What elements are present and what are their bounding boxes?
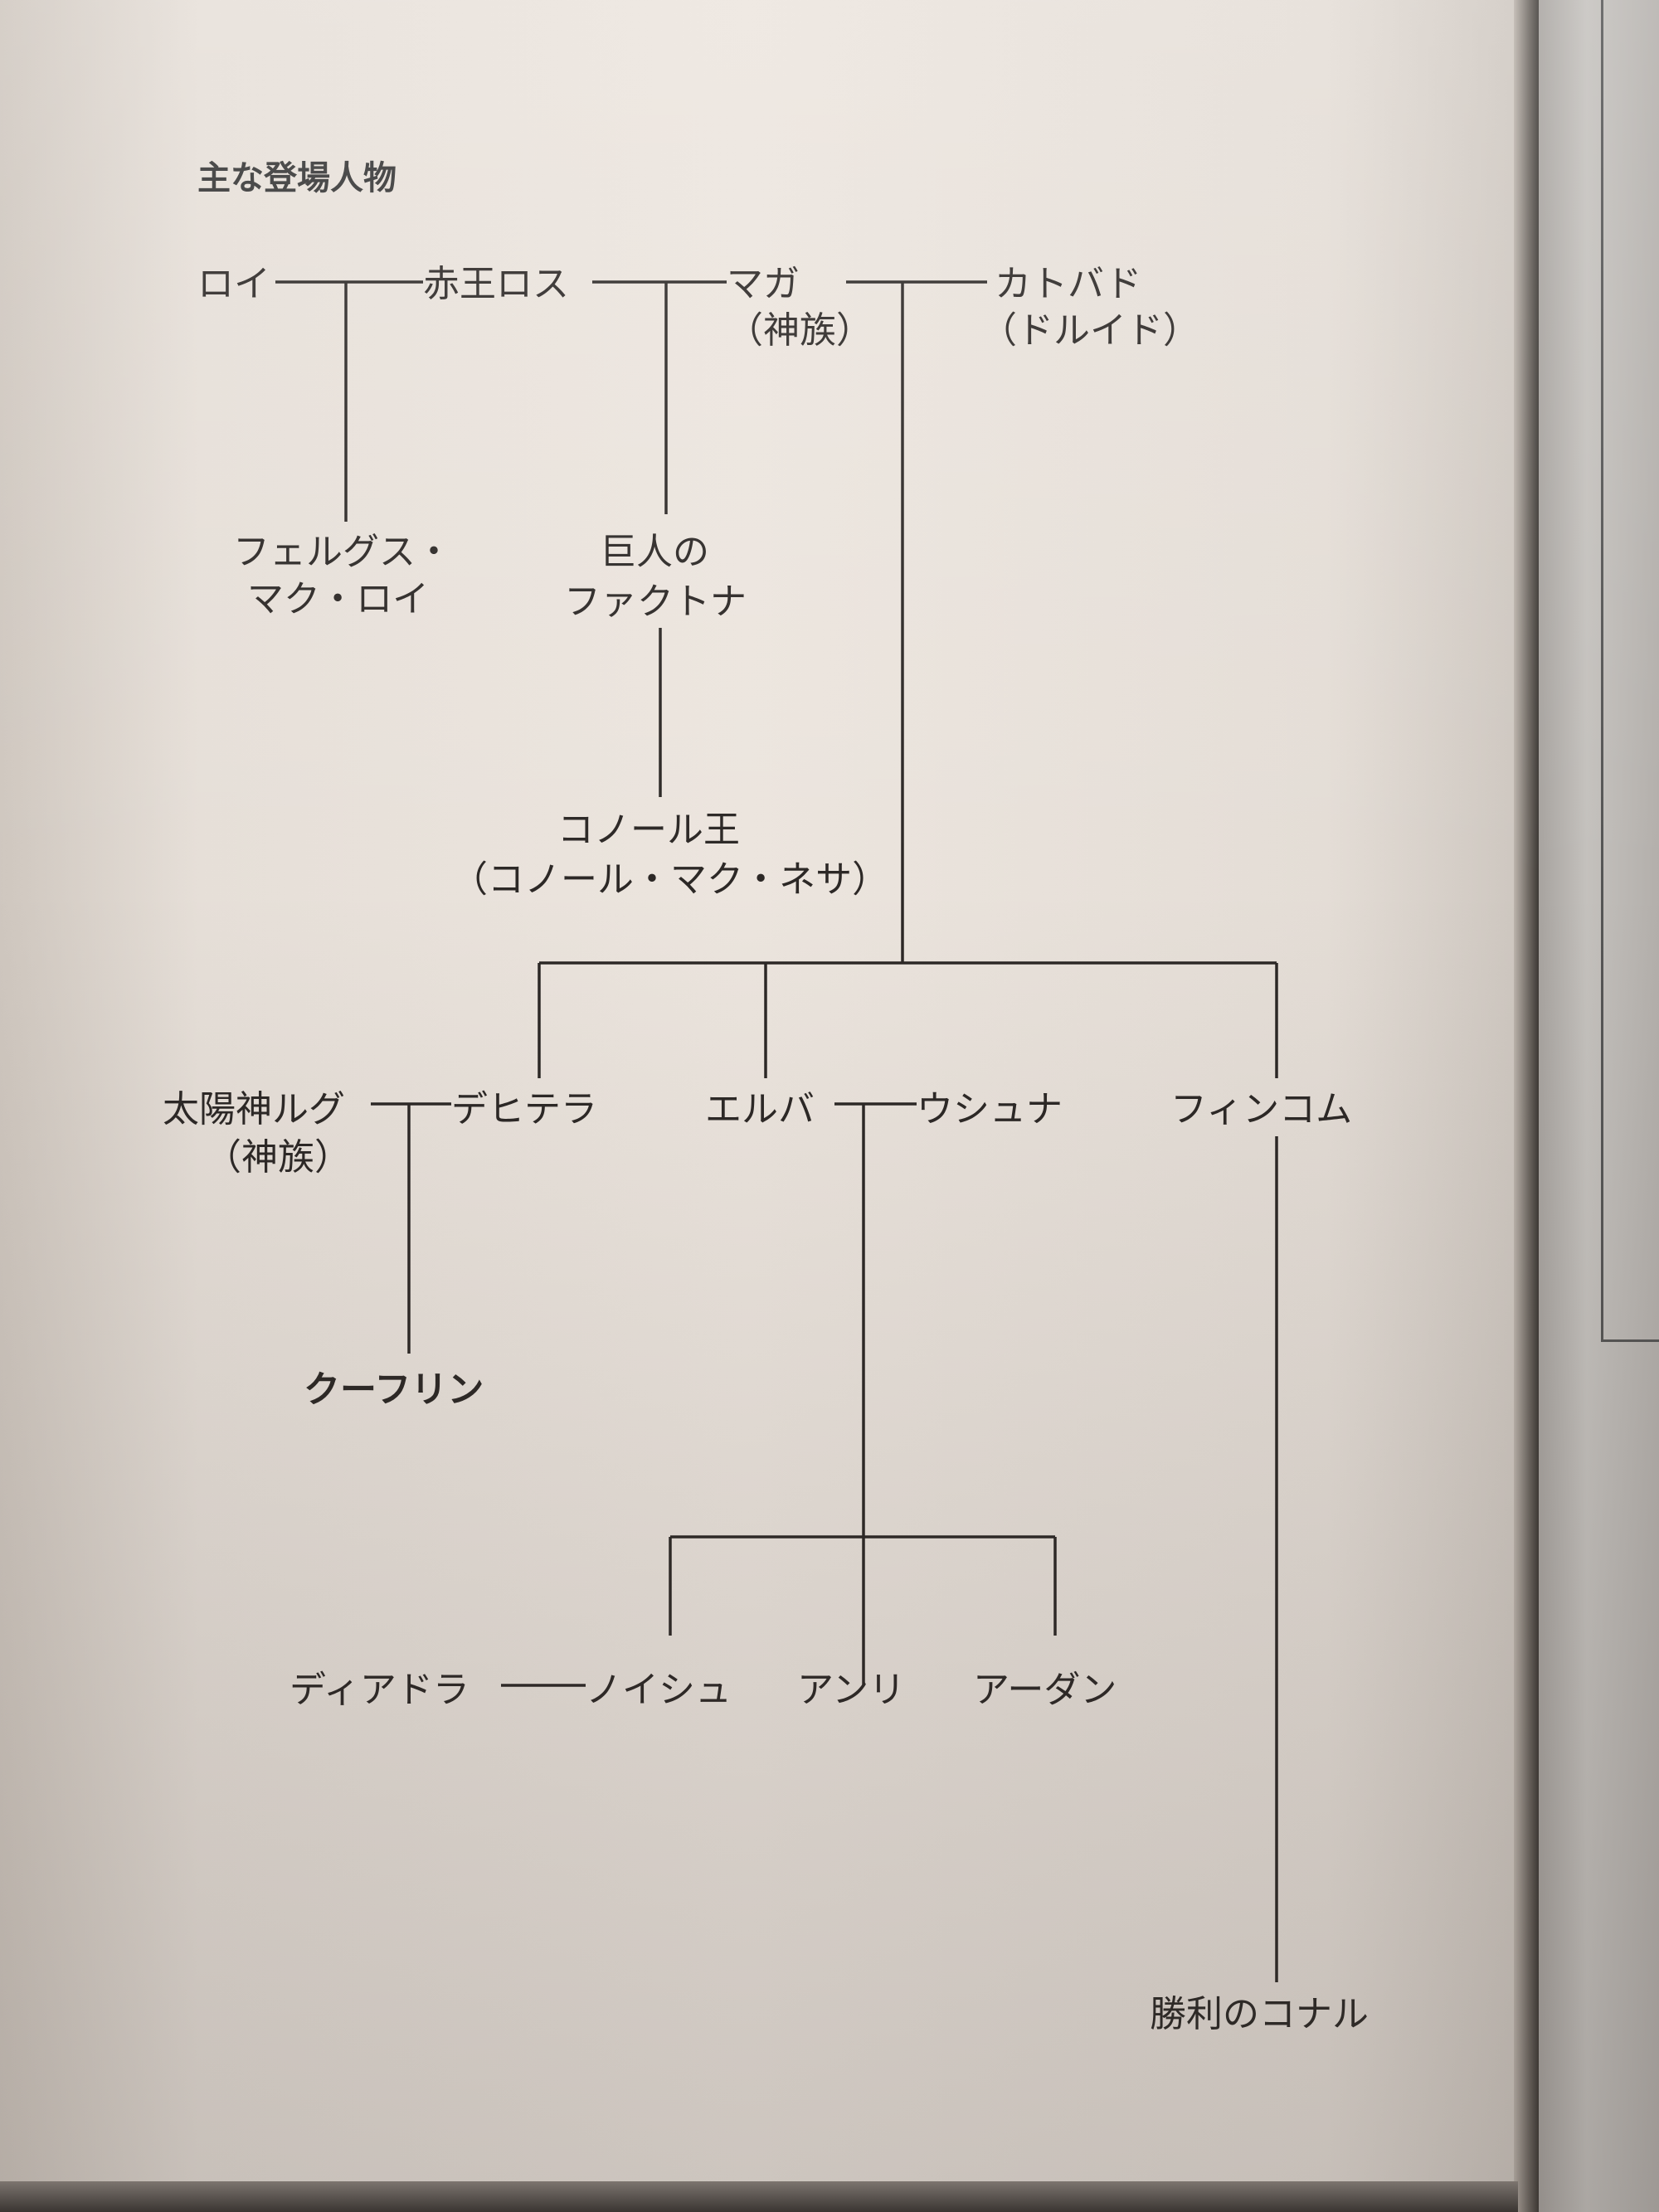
person-roi: ロイ [197, 263, 270, 305]
person-ainnle: アンリ [797, 1669, 905, 1711]
person-fergus-line2: マク・ロイ [247, 578, 429, 620]
person-factna-line2: ファクトナ [564, 581, 747, 623]
person-lugh-note: （神族） [205, 1136, 351, 1179]
person-conchobar: コノール王 [557, 809, 740, 851]
page-bottom-edge [0, 2181, 1518, 2212]
tree-connectors [275, 280, 1278, 1982]
person-deichtine: デヒテラ [451, 1088, 597, 1130]
person-lugh: 太陽神ルグ [163, 1088, 345, 1130]
person-elbha: エルバ [705, 1088, 815, 1130]
person-uisnech: ウシュナ [917, 1088, 1063, 1130]
book-gutter [1514, 0, 1539, 2212]
section-title: 主な登場人物 [197, 159, 397, 197]
person-factna-line1: 巨人の [600, 531, 709, 573]
person-conchobar-note: （コノール・マク・ネサ） [451, 858, 888, 901]
person-ross: 赤王ロス [423, 263, 569, 305]
person-deirdre: ディアドラ [289, 1669, 469, 1711]
person-fergus-line1: フェルグス・ [233, 531, 452, 573]
person-ardan: アーダン [973, 1669, 1117, 1711]
person-cathbad-note: （ドルイド） [980, 309, 1199, 352]
person-cuchulainn: クーフリン [304, 1369, 484, 1411]
person-maga-note: （神族） [727, 309, 873, 352]
person-maga: マガ [727, 263, 800, 305]
facing-page [1539, 0, 1659, 2212]
person-findchoem: フィンコム [1170, 1088, 1352, 1130]
facing-page-frame [1601, 0, 1659, 1342]
person-naoise: ノイシュ [586, 1669, 732, 1711]
person-cathbad: カトバド [995, 263, 1141, 305]
person-conall: 勝利のコナル [1150, 1993, 1369, 2035]
